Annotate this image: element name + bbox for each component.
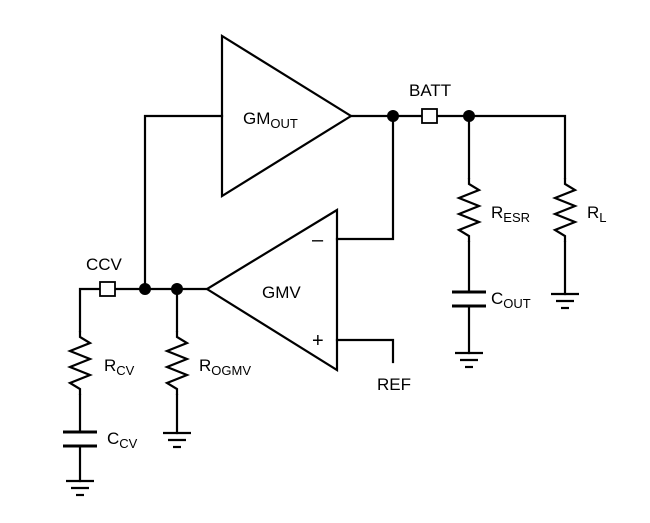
svg-text:RCV: RCV (104, 356, 135, 378)
junction-rogmv (171, 283, 183, 295)
wire-ref (335, 338, 395, 364)
rogmv-subscript: OGMV (211, 363, 251, 378)
ccv-pin-label: CCV (86, 255, 123, 274)
ground-rogmv (163, 431, 191, 449)
resistor-rcv (67, 331, 93, 395)
resr-label: R (491, 203, 503, 222)
junction-batt (463, 110, 475, 122)
cout-subscript: OUT (503, 296, 531, 311)
batt-pin (421, 108, 438, 124)
ground-rl (551, 292, 579, 310)
junction-ccv-feedback (139, 283, 151, 295)
resr-subscript: ESR (503, 210, 530, 225)
svg-text:COUT: COUT (491, 289, 531, 311)
junction-output (387, 110, 399, 122)
ccv-cap-label: C (107, 429, 119, 448)
svg-text:CCV: CCV (107, 429, 138, 451)
junctions (139, 110, 475, 295)
ccv-cap-subscript: CV (119, 436, 137, 451)
gmv-label: GMV (262, 283, 301, 302)
gmv-inverting-sign: – (312, 229, 324, 251)
svg-text:GMOUT: GMOUT (243, 109, 298, 131)
capacitor-ccv (63, 430, 97, 448)
rcv-label: R (104, 356, 116, 375)
rl-subscript: L (599, 210, 606, 225)
gmv-amplifier: GMV – + (204, 208, 339, 372)
wire-gmout-input (143, 114, 224, 291)
wire-gmv-feedback (335, 114, 395, 241)
gm-out-subscript: OUT (270, 116, 298, 131)
svg-text:ROGMV: ROGMV (199, 356, 251, 378)
batt-pin-label: BATT (409, 81, 451, 100)
wires (78, 114, 567, 483)
gm-out-amplifier: GMOUT (220, 34, 354, 198)
ground-cout (455, 351, 483, 369)
resistor-rogmv (164, 331, 190, 395)
gm-out-triangle (220, 34, 354, 198)
gmv-triangle (204, 208, 339, 372)
ccv-pin (99, 281, 116, 297)
svg-text:RESR: RESR (491, 203, 530, 225)
resistor-rl (552, 178, 578, 242)
resistor-resr (456, 178, 482, 242)
svg-text:RL: RL (587, 203, 607, 225)
capacitor-cout (452, 290, 486, 308)
wire-ccv-left (78, 287, 101, 333)
gm-out-label: GM (243, 109, 270, 128)
cout-label: C (491, 289, 503, 308)
ground-ccv (66, 479, 94, 497)
gmv-noninverting-sign: + (312, 330, 324, 352)
rl-label: R (587, 203, 599, 222)
ref-pin-label: REF (377, 375, 411, 394)
rogmv-label: R (199, 356, 211, 375)
rcv-subscript: CV (116, 363, 134, 378)
wire-batt-rail (436, 114, 567, 180)
